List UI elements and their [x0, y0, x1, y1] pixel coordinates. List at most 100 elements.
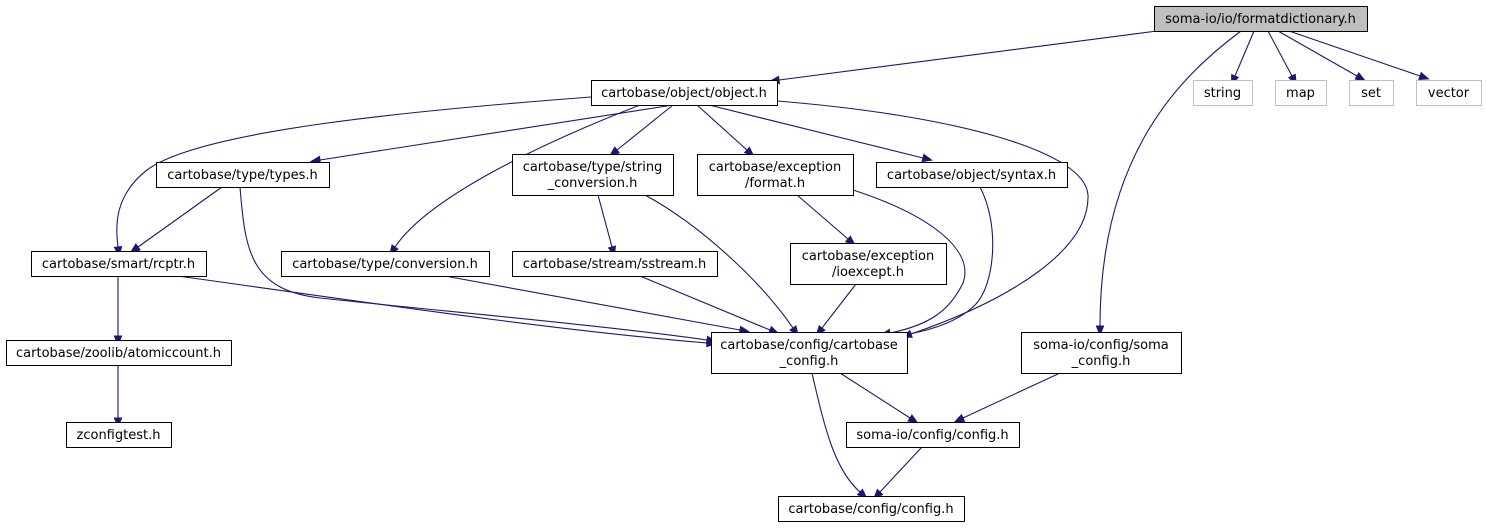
node-vector-label: vector	[1428, 86, 1470, 101]
node-format-label: cartobase/exception	[709, 160, 841, 175]
node-ioexcept-label: /ioexcept.h	[832, 265, 904, 280]
node-strconv-label: _conversion.h	[547, 176, 638, 191]
edge-root-to-map	[1267, 30, 1293, 77]
edge-cbconfig-to-iocfg-arrowhead	[907, 414, 919, 424]
node-cbcfg[interactable]: cartobase/config/config.h	[778, 496, 965, 522]
node-conversion-label: cartobase/type/conversion.h	[292, 257, 478, 272]
node-ioexcept-box	[790, 243, 947, 285]
node-atomiccount[interactable]: cartobase/zoolib/atomiccount.h	[6, 340, 232, 366]
node-cbconfig-label: _config.h	[779, 354, 839, 369]
node-cbcfg-label: cartobase/config/config.h	[788, 502, 953, 517]
edge-object-to-conversion	[394, 104, 641, 248]
node-format-label: /format.h	[745, 176, 805, 191]
node-zconfigtest[interactable]: zconfigtest.h	[66, 422, 172, 448]
edge-root-to-set-arrowhead	[1354, 71, 1366, 82]
edge-object-to-cbconfig	[776, 100, 1089, 335]
node-types-box	[156, 162, 330, 188]
edge-types-to-rcptr	[137, 186, 223, 248]
node-cbconfig-box	[711, 332, 908, 374]
edge-rcptr-to-cbconfig	[177, 275, 708, 344]
node-syntax-box	[876, 162, 1068, 188]
node-iocfg[interactable]: soma-io/config/config.h	[846, 422, 1020, 448]
edge-somaconfig-to-iocfg-arrowhead	[953, 413, 966, 423]
edge-types-to-cbconfig	[239, 186, 708, 341]
edge-iocfg-to-cbcfg	[879, 446, 923, 493]
edge-ioexcept-to-cbconfig	[821, 283, 857, 329]
file-nodes: soma-io/io/formatdictionary.h cartobase/o…	[6, 6, 1482, 522]
node-vector-box	[1416, 80, 1482, 106]
edge-sstream-to-cbconfig	[639, 275, 771, 331]
edge-strconv-to-cbconfig	[644, 194, 794, 329]
node-conversion[interactable]: cartobase/type/conversion.h	[281, 251, 490, 277]
node-set: set	[1349, 80, 1394, 106]
node-cbconfig-label: cartobase/config/cartobase	[720, 338, 898, 353]
edge-format-to-ioexcept	[796, 194, 849, 240]
node-cbcfg-box	[778, 496, 965, 522]
node-object-box	[591, 80, 778, 106]
edge-format-to-cbconfig	[852, 189, 966, 334]
node-iocfg-box	[846, 422, 1020, 448]
edge-root-to-set	[1277, 30, 1358, 77]
edge-object-to-strconv	[616, 104, 674, 151]
node-format-box	[697, 154, 854, 196]
node-strconv-label: cartobase/type/string	[523, 160, 663, 175]
node-ioexcept[interactable]: cartobase/exception/ioexcept.h	[790, 243, 947, 285]
node-root[interactable]: soma-io/io/formatdictionary.h	[1154, 6, 1368, 32]
node-string-label: string	[1204, 86, 1241, 101]
node-vector: vector	[1416, 80, 1482, 106]
edge-strconv-to-sstream	[597, 194, 613, 248]
edge-conversion-to-cbconfig	[444, 275, 741, 331]
node-string: string	[1193, 80, 1253, 106]
node-somaconfig-label: soma-io/config/soma	[1033, 338, 1169, 353]
node-types[interactable]: cartobase/type/types.h	[156, 162, 330, 188]
node-root-label: soma-io/io/formatdictionary.h	[1165, 12, 1356, 27]
edge-object-to-format	[696, 104, 748, 151]
edge-cbconfig-to-cbcfg	[811, 372, 861, 493]
node-atomiccount-box	[6, 340, 232, 366]
edge-cbconfig-to-iocfg	[839, 372, 911, 419]
edge-root-to-vector	[1288, 30, 1421, 77]
node-map-box	[1275, 80, 1327, 106]
node-sstream-label: cartobase/stream/sstream.h	[523, 257, 707, 272]
node-object[interactable]: cartobase/object/object.h	[591, 80, 778, 106]
node-zconfigtest-box	[66, 422, 172, 448]
node-conversion-box	[281, 251, 490, 277]
edge-object-to-syntax-arrowhead	[921, 153, 934, 163]
node-set-label: set	[1361, 86, 1381, 101]
node-rcptr[interactable]: cartobase/smart/rcptr.h	[31, 251, 207, 277]
node-sstream-box	[512, 251, 718, 277]
node-syntax[interactable]: cartobase/object/syntax.h	[876, 162, 1068, 188]
node-atomiccount-label: cartobase/zoolib/atomiccount.h	[16, 346, 221, 361]
edge-object-to-rcptr	[116, 96, 592, 248]
node-root-box	[1154, 6, 1368, 32]
node-syntax-label: cartobase/object/syntax.h	[887, 168, 1056, 183]
node-ioexcept-label: cartobase/exception	[802, 249, 934, 264]
node-object-label: cartobase/object/object.h	[601, 86, 767, 101]
node-map: map	[1275, 80, 1327, 106]
node-format[interactable]: cartobase/exception/format.h	[697, 154, 854, 196]
node-strconv[interactable]: cartobase/type/string_conversion.h	[512, 154, 674, 196]
node-sstream[interactable]: cartobase/stream/sstream.h	[512, 251, 718, 277]
node-rcptr-label: cartobase/smart/rcptr.h	[42, 257, 195, 272]
edge-object-to-types	[319, 104, 674, 161]
edge-somaconfig-to-iocfg	[962, 372, 1061, 419]
edge-root-to-vector-arrowhead	[1418, 71, 1430, 80]
node-cbconfig[interactable]: cartobase/config/cartobase_config.h	[711, 332, 908, 374]
node-string-box	[1193, 80, 1253, 106]
edge-syntax-to-cbconfig	[894, 186, 994, 337]
node-map-label: map	[1286, 86, 1315, 101]
edge-root-to-string	[1234, 30, 1255, 77]
node-somaconfig[interactable]: soma-io/config/soma_config.h	[1021, 332, 1182, 374]
node-strconv-box	[512, 154, 674, 196]
edge-object-to-syntax	[708, 104, 924, 159]
edge-root-to-somaconfig	[1099, 30, 1242, 327]
node-rcptr-box	[31, 251, 207, 277]
edge-root-to-somaconfig-arrowhead	[1095, 325, 1105, 337]
node-types-label: cartobase/type/types.h	[167, 168, 317, 183]
node-somaconfig-label: _config.h	[1071, 354, 1131, 369]
node-iocfg-label: soma-io/config/config.h	[856, 428, 1008, 443]
edge-root-to-object	[778, 30, 1158, 81]
node-set-box	[1349, 80, 1394, 106]
node-zconfigtest-label: zconfigtest.h	[77, 428, 161, 443]
